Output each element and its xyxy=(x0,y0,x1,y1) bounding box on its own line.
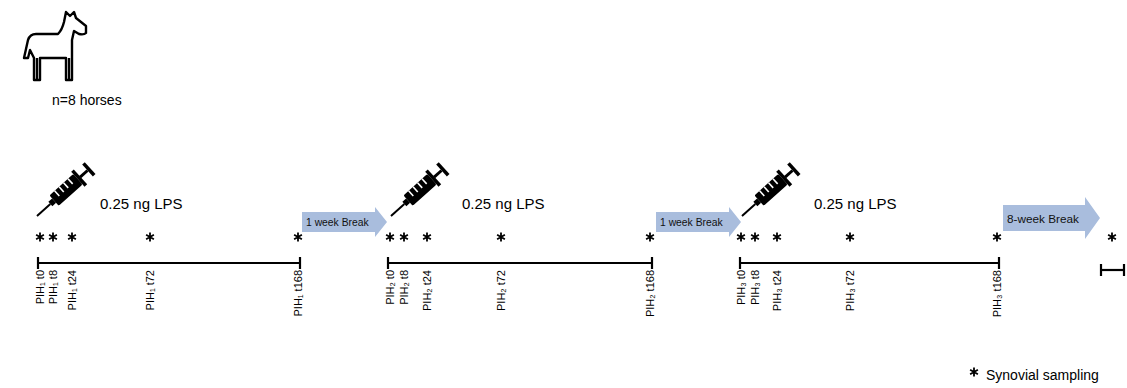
sampling-asterisk xyxy=(294,233,302,242)
sampling-asterisk xyxy=(36,233,44,242)
timepoint-label: PIH₂ t0 xyxy=(384,270,396,305)
sampling-asterisk xyxy=(646,233,654,242)
dose-label: 0.25 ng LPS xyxy=(462,195,545,212)
sampling-asterisk xyxy=(751,233,759,242)
break-arrow: 1 week Break xyxy=(302,207,387,237)
horse-icon xyxy=(24,12,86,80)
sampling-asterisk xyxy=(146,233,154,242)
sampling-asterisk xyxy=(386,233,394,242)
timepoint-label: PIH₃ t72 xyxy=(844,270,856,311)
arrow-fill xyxy=(302,207,387,237)
timepoint-label: PIH₂ t8 xyxy=(398,270,410,305)
timepoint-label: PIH₁ t0 xyxy=(34,270,46,304)
legend-asterisk xyxy=(968,366,982,384)
timeline-axis xyxy=(38,257,1124,276)
sampling-asterisk xyxy=(993,233,1001,242)
legend-item: Synovial sampling xyxy=(968,366,1099,384)
sampling-asterisk xyxy=(68,233,76,242)
break-label: 8-week Break xyxy=(1007,212,1079,225)
arrow-fill xyxy=(656,207,741,237)
break-label: 1 week Break xyxy=(306,217,369,228)
timepoint-label: PIH₃ t24 xyxy=(771,270,783,311)
timepoint-label: PIH₂ t168 xyxy=(644,270,656,317)
arrow-fill xyxy=(1003,197,1100,239)
sampling-asterisk xyxy=(1108,233,1116,242)
sample-size: n=8 horses xyxy=(52,92,122,108)
sampling-asterisk xyxy=(737,233,745,242)
timepoint-label: PIH₃ t8 xyxy=(749,270,761,305)
sampling-asterisks xyxy=(36,233,1116,242)
timepoint-label: PIH₃ t0 xyxy=(735,270,747,305)
legend-text: Synovial sampling xyxy=(986,367,1099,383)
timepoint-label: PIH₁ t72 xyxy=(144,270,156,310)
timepoint-label: PIH₁ t8 xyxy=(47,270,59,304)
sampling-asterisk xyxy=(773,233,781,242)
timepoint-label: PIH₁ t24 xyxy=(66,270,78,310)
sampling-asterisk xyxy=(400,233,408,242)
break-label: 1 week Break xyxy=(660,217,723,228)
break-arrow: 1 week Break xyxy=(656,207,741,237)
timepoint-label: PIH₂ t24 xyxy=(421,270,433,311)
timepoint-label: PIH₃ t168 xyxy=(991,270,1003,317)
timepoint-label: PIH₂ t72 xyxy=(495,270,507,311)
sampling-asterisk xyxy=(423,233,431,242)
dose-label: 0.25 ng LPS xyxy=(814,195,897,212)
sampling-asterisk xyxy=(49,233,57,242)
sampling-asterisk xyxy=(497,233,505,242)
break-arrow: 8-week Break xyxy=(1003,197,1100,239)
timepoint-label: PIH₁ t168 xyxy=(292,270,304,317)
sampling-asterisk xyxy=(846,233,854,242)
dose-label: 0.25 ng LPS xyxy=(100,195,183,212)
